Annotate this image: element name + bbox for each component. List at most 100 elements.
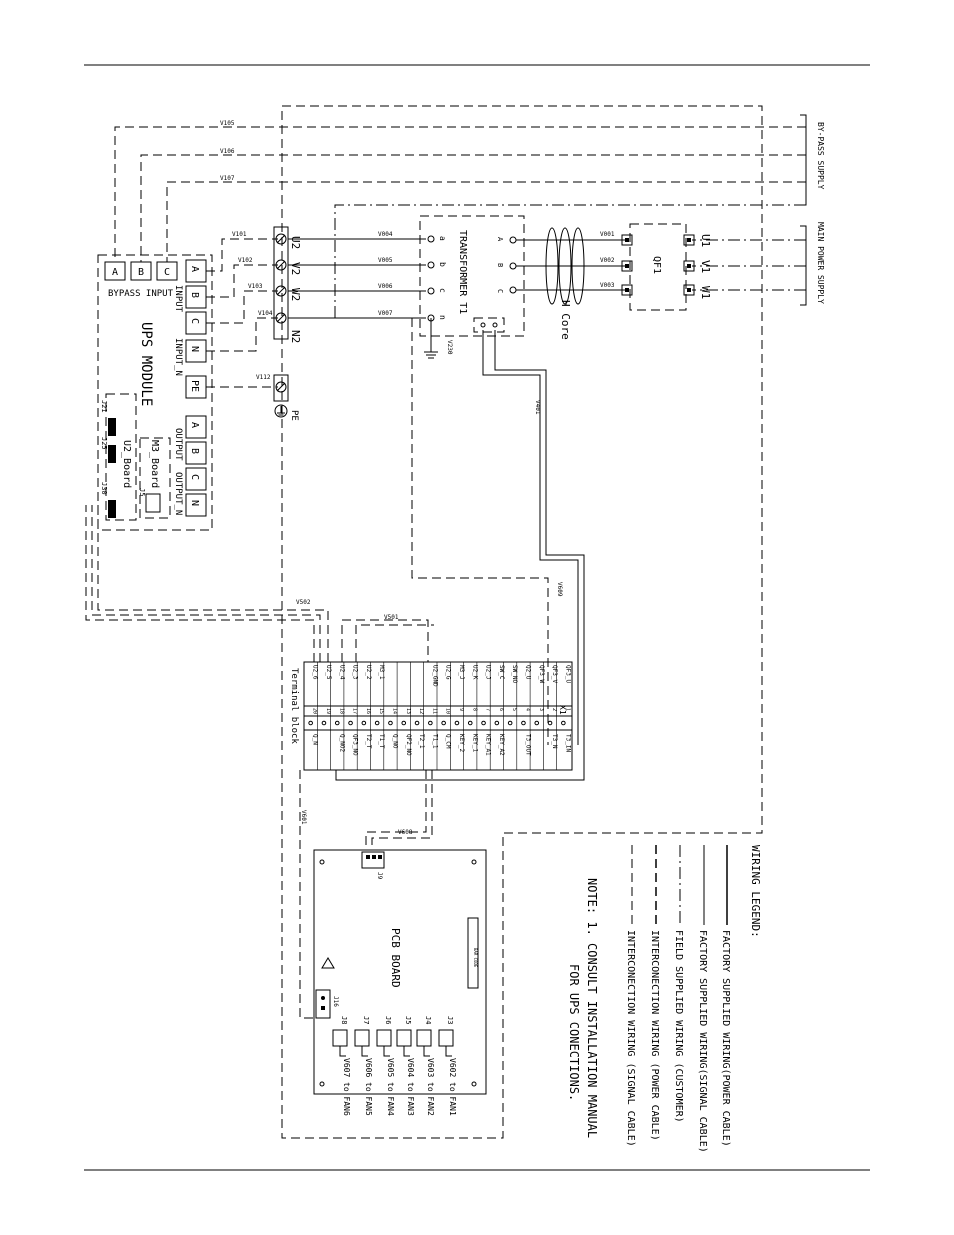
qf1-w1: W1 (699, 286, 712, 299)
term-v2-label: V2 (289, 262, 302, 275)
terminal-screw-icon (414, 720, 420, 726)
terminal-row-left-label: U2_4 (338, 665, 345, 680)
terminal-row-number: 8 (471, 708, 477, 711)
terminal-row-number: 6 (498, 708, 504, 711)
wire-label-v601: V601 (300, 810, 307, 825)
bypass-c-label: C (164, 267, 170, 278)
terminal-row-number: 7 (485, 708, 491, 711)
breaker-qf1: QF1 U1 V1 W1 (621, 223, 712, 311)
t1-sec-n: n (438, 315, 447, 320)
wire-label-v003: V003 (600, 282, 615, 289)
wire-label-v104: V104 (258, 310, 273, 317)
u2-j25-label: J25 (100, 437, 108, 450)
terminal-row-left-label: QF3_W (538, 665, 545, 683)
terminal-row-left-label: SW_NO (511, 665, 518, 683)
main-supply-wires: MAIN POWER SUPPLY (334, 204, 825, 320)
terminal-row-number: 12 (418, 708, 424, 714)
fan-wire (383, 1046, 390, 1057)
fan-connector-label: J8 (340, 1016, 348, 1024)
terminal-row-left-label: M3_J (458, 665, 465, 679)
wire-label-v001: V001 (600, 231, 615, 238)
terminal-screw-icon (321, 720, 327, 726)
terminal-row-number: 9 (458, 708, 464, 711)
legend-item-4: INTERCONECTION WIRING (POWER CABLE) (649, 930, 660, 1141)
wire-label-v105: V105 (220, 120, 235, 127)
cabinet-outline (281, 105, 763, 1139)
terminal-row-left-label: U2_3 (352, 665, 359, 680)
terminal-row-right-label: QF3_NO (352, 734, 359, 756)
u2-j25-connector (108, 445, 116, 463)
fan-connector (438, 1029, 454, 1047)
qf1-v1: V1 (699, 260, 712, 273)
terminal-screw-icon (467, 720, 473, 726)
terminal-screw-icon (534, 720, 540, 726)
terminal-row-left-label: QF3_V (551, 665, 558, 683)
legend-item-1: FACTORY SUPPLIED WIRING(POWER CABLE) (720, 930, 731, 1147)
terminal-row-right-label: QF2_NO (405, 734, 412, 756)
terminal-row-left-label: U2_GND (431, 665, 438, 687)
t1-pri-a: A (496, 237, 504, 242)
fan-connector-label: J6 (384, 1016, 392, 1024)
h-core-label: H Core (559, 300, 572, 340)
fan-connector-label: J3 (446, 1016, 454, 1024)
fan-wire (339, 1046, 346, 1057)
main-supply-label: MAIN POWER SUPPLY (816, 222, 825, 304)
transformer-t1: a b c n TRANSFORMER T1 A B C V230 (419, 215, 525, 359)
bypass-supply-wires: V105 V106 V107 BY-PASS SUPPLY (114, 114, 825, 262)
u2-board-label: U2_Board (121, 440, 132, 488)
terminal-screw-icon (348, 720, 353, 726)
output-n-label: OUTPUT_N (173, 472, 183, 515)
pcb-j16-label: J16 (332, 996, 339, 1007)
terminal-row-number: 17 (352, 708, 358, 714)
terminal-screw-icon (428, 720, 433, 726)
terminal-row-right-label: KEY_A2 (498, 734, 505, 756)
terminal-block-x1: Terminal block X1 QF3_U1T3_INQF3_V2T3_NQ… (85, 505, 585, 1019)
terminal-row-right-label: Q_NO (391, 734, 398, 749)
output-term-a: A (189, 422, 200, 428)
pcb-title: PCB BOARD (389, 928, 402, 988)
terminal-row-right-label: Q_NO2 (338, 734, 345, 752)
input-term-n: N (189, 346, 200, 352)
terminal-row-number: 11 (431, 708, 437, 714)
wire-label-v004: V004 (378, 231, 393, 238)
terminal-row-left-label: U2_5 (325, 665, 332, 680)
input-label: INPUT (173, 285, 183, 313)
terminal-row-right-label: T2_T (365, 734, 372, 749)
terminal-block-name: X1 (558, 705, 567, 715)
m3-board (139, 437, 171, 519)
wire-label-v102: V102 (238, 257, 253, 264)
output-term-n: N (189, 500, 200, 506)
input-n-label: INPUT_N (173, 338, 183, 376)
fan-wire (445, 1046, 452, 1057)
output-term-b: B (189, 448, 200, 454)
fan-label: V607 to FAN6 (342, 1058, 351, 1116)
fan-label: V603 to FAN2 (426, 1058, 435, 1116)
legend-item-5: INTERCONECTION WIRING (SIGNAL CABLE) (625, 930, 636, 1147)
legend-item-3: FIELD SUPPLIED WIRING (CUSTOMER) (673, 930, 684, 1123)
u2-j30-connector (108, 500, 116, 518)
fan-label: V602 to FAN1 (448, 1058, 457, 1116)
transformer-secondary-wires: V004 V005 V006 V007 (288, 231, 426, 319)
qf1-u1: U1 (699, 234, 712, 247)
terminal-row-right-label: T1_T (378, 734, 385, 749)
wire-label-v101: V101 (232, 231, 247, 238)
term-u2-label: U2 (289, 236, 302, 249)
terminal-row-number: 5 (511, 708, 517, 711)
terminal-screw-icon (441, 720, 446, 726)
wire-label-v002: V002 (600, 257, 615, 264)
terminal-row-right-label: T3_OUT (524, 734, 531, 756)
terminal-screw-icon (401, 720, 407, 726)
wire-label-v005: V005 (378, 257, 393, 264)
terminal-screw-icon (494, 720, 500, 726)
terminal-row-right-label: KEY_2 (458, 734, 465, 752)
terminal-row-number: 18 (338, 708, 344, 714)
terminal-row-left-label: U2_2 (365, 665, 372, 680)
m3-j5-label: J5 (138, 488, 146, 496)
bypass-terminal-a (104, 261, 126, 281)
bypass-input-label: BYPASS INPUT (108, 289, 174, 299)
wire-label-v401: V401 (534, 400, 541, 415)
wire-label-v112: V112 (256, 374, 271, 381)
